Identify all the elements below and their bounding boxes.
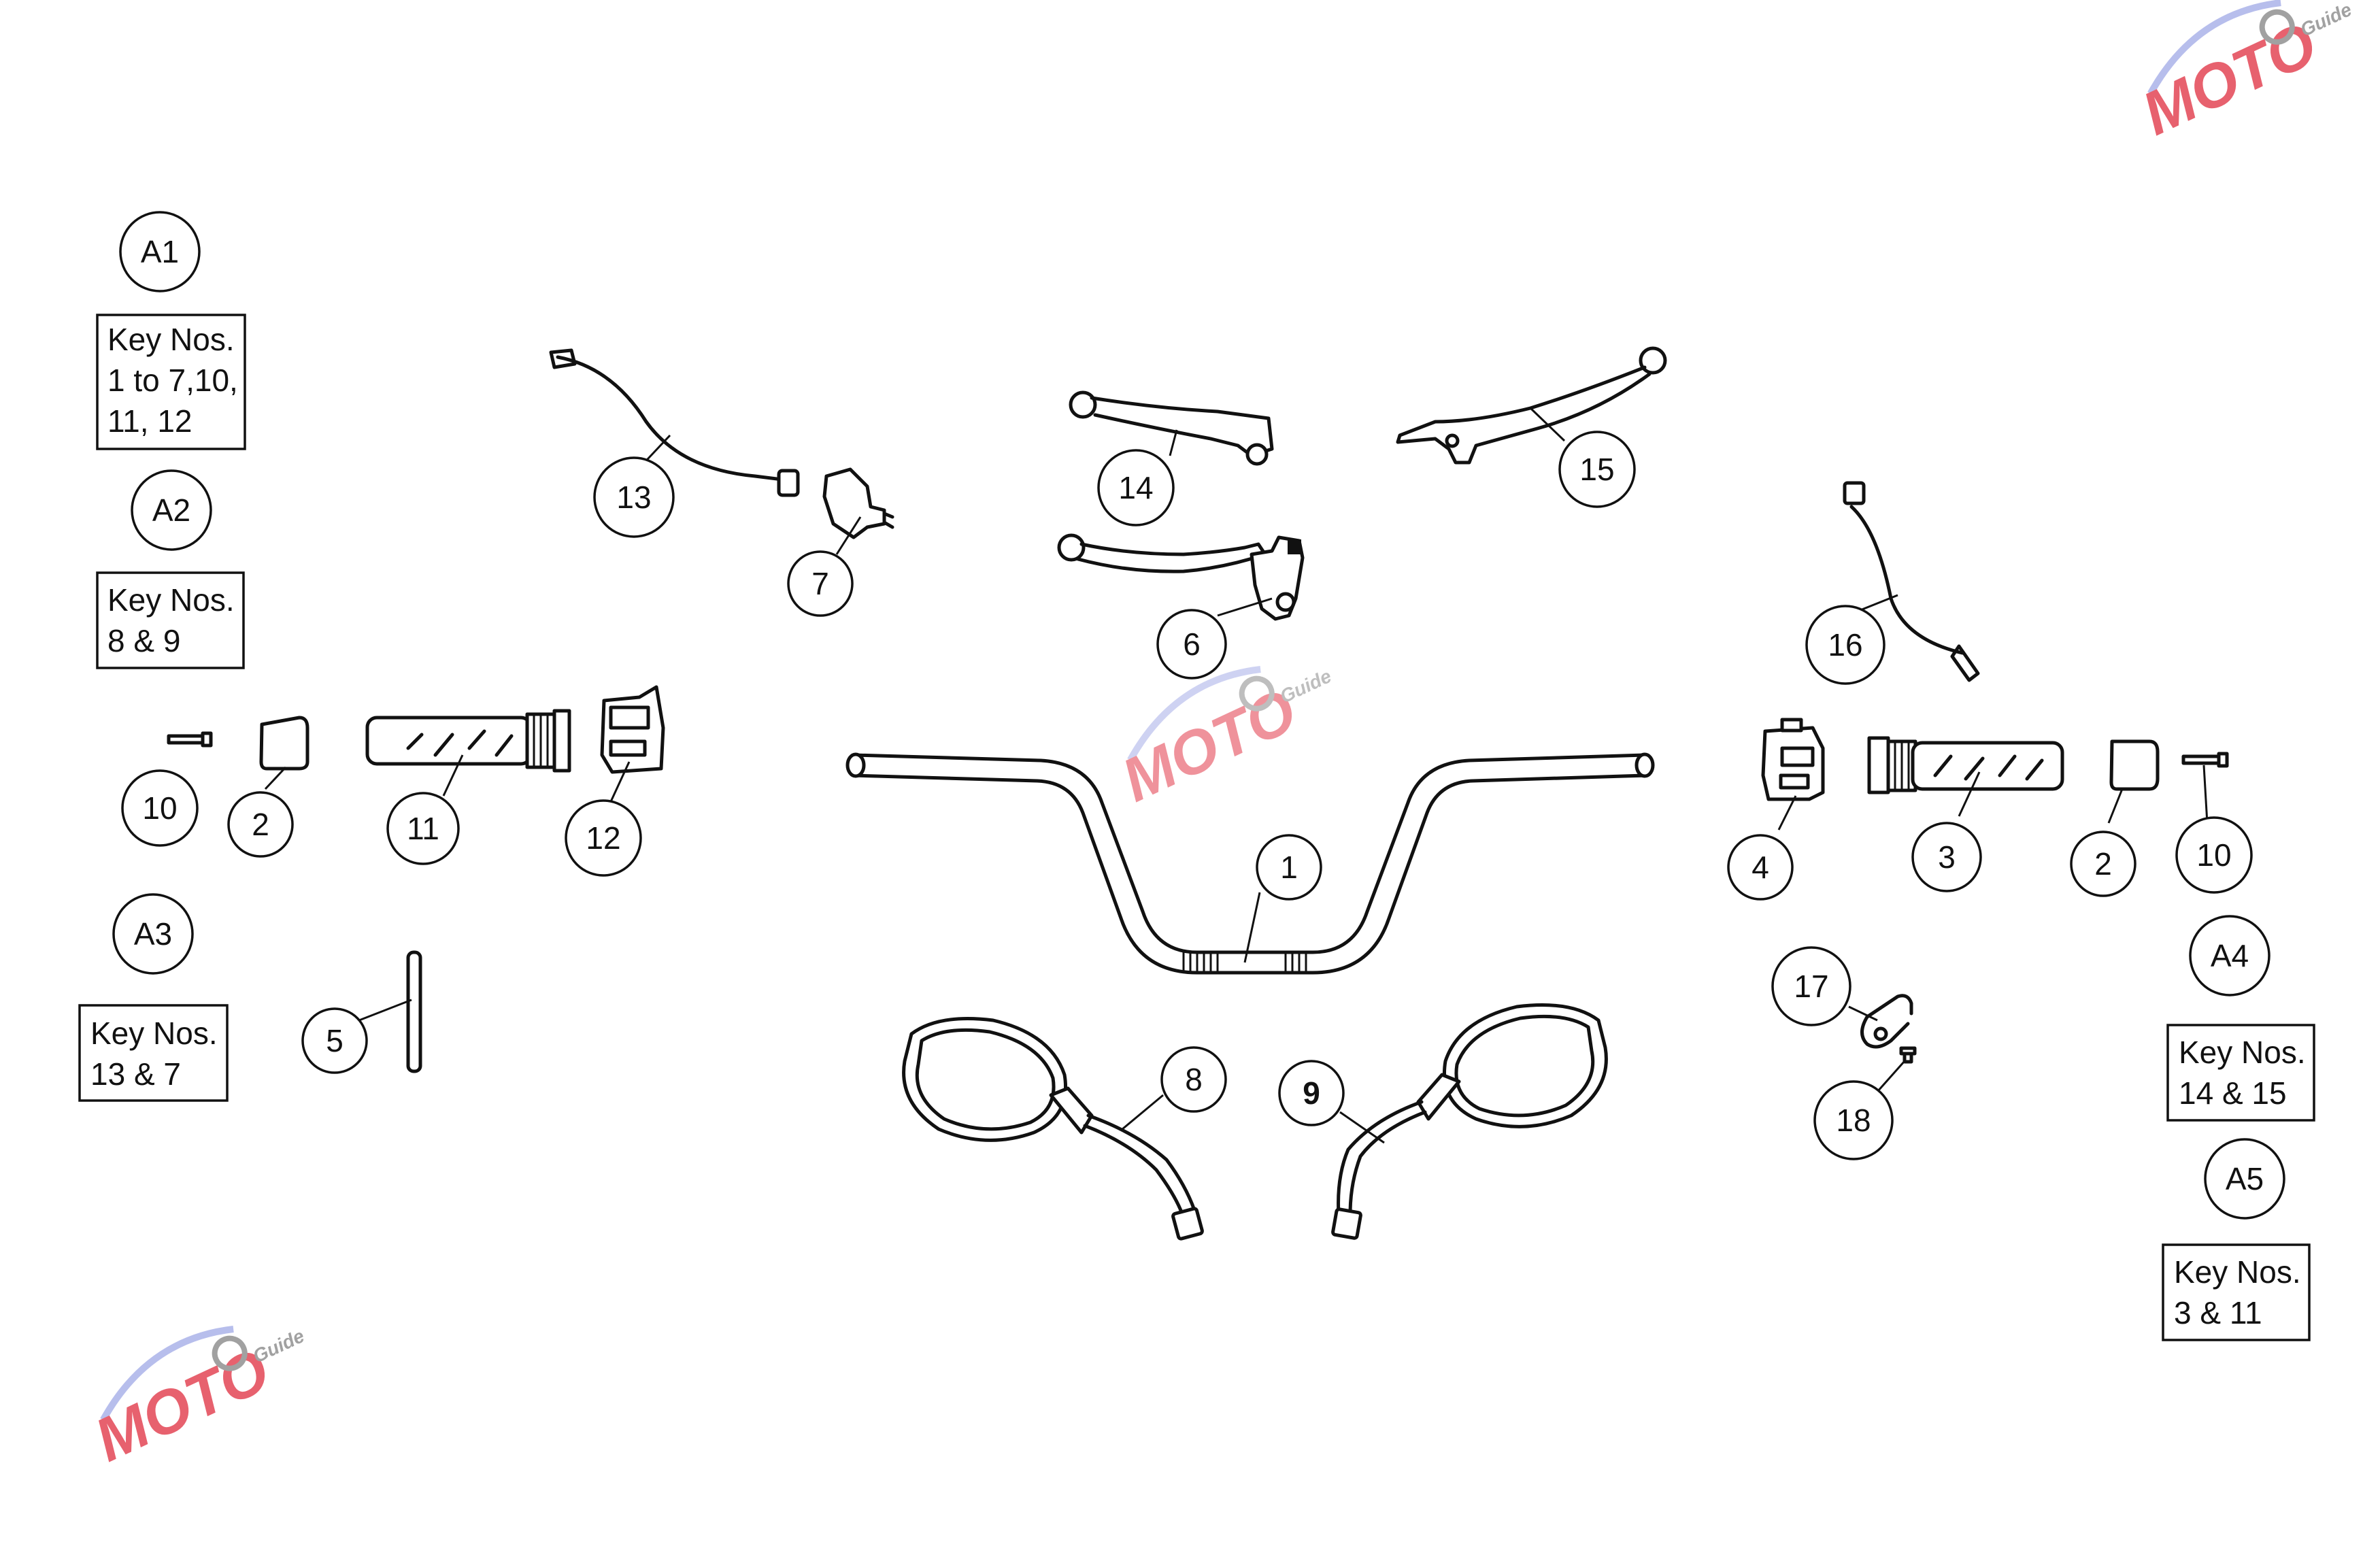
- callout-14: 14: [1097, 449, 1175, 526]
- mirror-icon: [902, 1017, 1204, 1241]
- svg-text:Key Nos.: Key Nos.: [90, 1016, 218, 1051]
- callout-2-right: 2: [2070, 831, 2136, 897]
- key-box-A5: Key Nos. 3 & 11: [2162, 1243, 2311, 1341]
- svg-text:14: 14: [1118, 470, 1153, 505]
- svg-text:3 & 11: 3 & 11: [2174, 1295, 2262, 1330]
- svg-text:MOTO: MOTO: [2132, 10, 2326, 148]
- end-cap-icon: [259, 716, 309, 771]
- callout-2-left: 2: [227, 791, 294, 858]
- svg-text:15: 15: [1579, 452, 1614, 487]
- svg-text:Key Nos.: Key Nos.: [2174, 1254, 2301, 1290]
- svg-text:Guide: Guide: [2297, 0, 2355, 41]
- svg-text:8: 8: [1185, 1062, 1203, 1097]
- callout-8: 8: [1160, 1046, 1227, 1113]
- callout-9: 9: [1278, 1060, 1345, 1126]
- end-cap-icon: [2109, 739, 2160, 791]
- svg-text:6: 6: [1183, 626, 1201, 662]
- svg-text:2: 2: [252, 807, 269, 842]
- callout-12: 12: [565, 799, 642, 877]
- svg-text:MOTO: MOTO: [85, 1336, 279, 1475]
- svg-text:MOTO: MOTO: [1112, 676, 1306, 815]
- callout-7: 7: [787, 550, 854, 617]
- svg-text:A5: A5: [2226, 1161, 2264, 1196]
- svg-text:Guide: Guide: [250, 1325, 307, 1367]
- callout-3: 3: [1911, 822, 1982, 892]
- callout-18: 18: [1813, 1080, 1894, 1160]
- callout-16: 16: [1805, 605, 1885, 685]
- svg-text:11: 11: [407, 811, 439, 846]
- bolt-icon: [2181, 752, 2229, 768]
- callout-10-right: 10: [2175, 816, 2253, 894]
- svg-text:A2: A2: [152, 492, 190, 528]
- svg-text:A4: A4: [2211, 938, 2249, 973]
- moto-guide-logo: MOTO Guide: [85, 1325, 307, 1475]
- svg-text:Key Nos.: Key Nos.: [2179, 1035, 2306, 1070]
- leader-lines: [264, 407, 2209, 1144]
- callout-A4: A4: [2189, 915, 2270, 996]
- svg-text:10: 10: [142, 790, 177, 826]
- svg-text:A3: A3: [134, 916, 172, 952]
- switch-housing-icon: [1761, 718, 1825, 801]
- svg-text:13: 13: [616, 480, 651, 515]
- callout-A3: A3: [112, 893, 194, 975]
- key-box-A3: Key Nos. 13 & 7: [78, 1004, 229, 1102]
- svg-text:16: 16: [1828, 627, 1862, 663]
- callout-17: 17: [1771, 946, 1851, 1026]
- lever-icon: [1069, 390, 1274, 466]
- switch-icon: [822, 467, 894, 539]
- callout-6: 6: [1156, 609, 1227, 680]
- mirror-icon: [1331, 1003, 1608, 1240]
- callout-1: 1: [1256, 834, 1322, 901]
- svg-text:Guide: Guide: [1277, 665, 1335, 707]
- callout-11: 11: [386, 792, 460, 865]
- grip-icon: [1867, 736, 2064, 794]
- callout-A1: A1: [119, 211, 201, 292]
- callout-15: 15: [1558, 431, 1636, 508]
- lever-icon: [1057, 533, 1305, 621]
- key-box-A1: Key Nos. 1 to 7,10, 11, 12: [96, 314, 246, 450]
- callout-13: 13: [593, 456, 675, 538]
- bolt-icon: [167, 731, 213, 748]
- callout-5: 5: [301, 1007, 368, 1074]
- svg-text:8 & 9: 8 & 9: [107, 623, 180, 658]
- clamp-icon: [1860, 994, 1913, 1049]
- moto-guide-logo: MOTO Guide: [2132, 0, 2355, 148]
- lever-icon: [1396, 346, 1667, 465]
- svg-text:3: 3: [1938, 839, 1956, 875]
- svg-text:1: 1: [1280, 850, 1298, 885]
- svg-text:4: 4: [1752, 850, 1769, 885]
- callout-A2: A2: [131, 469, 212, 551]
- svg-text:Key Nos.: Key Nos.: [107, 582, 235, 618]
- svg-text:18: 18: [1836, 1103, 1871, 1138]
- screw-icon: [1899, 1046, 1917, 1064]
- svg-text:Key Nos.: Key Nos.: [107, 322, 235, 357]
- svg-text:14 & 15: 14 & 15: [2179, 1075, 2287, 1111]
- svg-text:7: 7: [811, 566, 829, 601]
- key-box-A2: Key Nos. 8 & 9: [96, 571, 245, 669]
- svg-text:2: 2: [2094, 846, 2112, 882]
- svg-text:13 & 7: 13 & 7: [90, 1056, 181, 1092]
- svg-text:1 to 7,10,: 1 to 7,10,: [107, 363, 238, 398]
- moto-guide-logo: MOTO Guide: [1112, 665, 1335, 815]
- svg-text:11, 12: 11, 12: [107, 403, 192, 439]
- svg-text:12: 12: [586, 820, 620, 856]
- svg-text:17: 17: [1794, 969, 1828, 1004]
- svg-text:10: 10: [2196, 837, 2231, 873]
- key-box-A4: Key Nos. 14 & 15: [2166, 1024, 2315, 1122]
- svg-text:9: 9: [1303, 1075, 1320, 1111]
- cable-icon: [549, 348, 800, 497]
- pin-icon: [406, 950, 422, 1073]
- grip-icon: [365, 709, 571, 773]
- switch-housing-icon: [600, 685, 665, 774]
- svg-text:5: 5: [326, 1023, 343, 1058]
- callout-10-left: 10: [121, 769, 199, 847]
- callout-A5: A5: [2204, 1138, 2285, 1220]
- handlebar-icon: [845, 752, 1655, 975]
- svg-text:A1: A1: [141, 234, 179, 269]
- callout-4: 4: [1727, 834, 1794, 901]
